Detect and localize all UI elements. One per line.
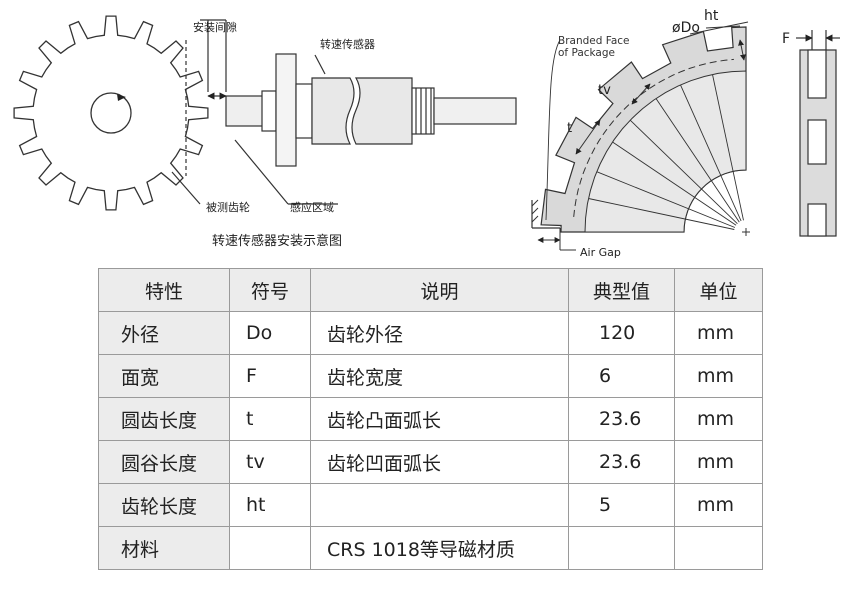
sensor-collar [295, 83, 313, 139]
table-row: 面宽 F 齿轮宽度 6 mm [98, 354, 763, 398]
radial-line [612, 141, 737, 226]
table-row: 圆谷长度 tv 齿轮凹面弧长 23.6 mm [98, 440, 763, 484]
cell-unit: mm [674, 311, 763, 355]
label-speed-sensor: 转速传感器 [320, 37, 375, 51]
cell-symbol [229, 526, 311, 570]
cell-value [568, 526, 675, 570]
cell-symbol: t [229, 397, 311, 441]
pitch-line [573, 58, 734, 217]
sensor-nut [261, 90, 277, 132]
header-symbol: 符号 [229, 268, 311, 312]
label-face-width: F [782, 31, 790, 47]
gear-profile-drawing [531, 21, 750, 251]
installation-diagram: 安装间隙 转速传感器 被测齿轮 感应区域 转速传感器安装示意图 Branded … [13, 8, 840, 259]
cell-property: 材料 [98, 526, 230, 570]
label-air-gap: Air Gap [580, 246, 621, 259]
radial-line [596, 171, 736, 228]
rotation-arrow-icon [117, 94, 126, 101]
label-of-package: of Package [558, 47, 615, 59]
header-property: 特性 [98, 268, 230, 312]
gear-core [584, 70, 747, 233]
cell-property: 圆齿长度 [98, 397, 230, 441]
spec-table: 特性 符号 说明 典型值 单位 外径 Do 齿轮外径 120 mm 面宽 F 齿… [98, 268, 763, 570]
gear-drawing [13, 15, 209, 211]
label-install-gap: 安装间隙 [193, 20, 237, 34]
sensor-body-left [311, 77, 355, 145]
table-row: 材料 CRS 1018等导磁材质 [98, 526, 763, 570]
sensor-tip [225, 95, 269, 127]
label-outer-diameter: øDo [672, 20, 700, 36]
sensor-flange [275, 53, 297, 167]
side-tooth [807, 203, 827, 237]
radial-line [655, 98, 740, 223]
label-sensing-zone: 感应区域 [290, 200, 334, 214]
side-tooth [807, 49, 827, 99]
diagram-caption: 转速传感器安装示意图 [212, 233, 342, 249]
radial-lines [588, 74, 744, 230]
cell-description: 齿轮宽度 [310, 354, 569, 398]
gear-bore [90, 92, 132, 134]
label-valley-length: tv [598, 83, 611, 98]
sensor-drawing [171, 19, 517, 205]
cell-unit [674, 526, 763, 570]
sensor-body-right [351, 77, 413, 145]
label-branded-face: Branded Face [558, 35, 629, 47]
cell-symbol: Do [229, 311, 311, 355]
radial-line [588, 198, 735, 230]
side-tooth [807, 119, 827, 165]
radial-line [629, 119, 738, 225]
label-tooth-height: ht [704, 8, 719, 24]
cell-unit: mm [674, 354, 763, 398]
cell-value: 23.6 [568, 440, 675, 484]
cell-property: 面宽 [98, 354, 230, 398]
cell-description: 齿轮外径 [310, 311, 569, 355]
table-row: 齿轮长度 ht 5 mm [98, 483, 763, 527]
cell-property: 齿轮长度 [98, 483, 230, 527]
header-description: 说明 [310, 268, 569, 312]
cell-description: 齿轮凹面弧长 [310, 440, 569, 484]
sensor-cable [433, 97, 517, 125]
label-measured-gear: 被测齿轮 [206, 200, 250, 214]
cell-value: 5 [568, 483, 675, 527]
gear-side-view [796, 30, 840, 237]
cell-description: 齿轮凸面弧长 [310, 397, 569, 441]
cell-description [310, 483, 569, 527]
cell-unit: mm [674, 483, 763, 527]
radial-line [712, 74, 744, 221]
cell-unit: mm [674, 440, 763, 484]
cell-symbol: tv [229, 440, 311, 484]
cell-description: CRS 1018等导磁材质 [310, 526, 569, 570]
radial-line [680, 84, 742, 222]
header-unit: 单位 [674, 268, 763, 312]
table-row: 外径 Do 齿轮外径 120 mm [98, 311, 763, 355]
table-row: 圆齿长度 t 齿轮凸面弧长 23.6 mm [98, 397, 763, 441]
cell-symbol: F [229, 354, 311, 398]
cell-value: 120 [568, 311, 675, 355]
cell-unit: mm [674, 397, 763, 441]
cell-property: 外径 [98, 311, 230, 355]
header-typical-value: 典型值 [568, 268, 675, 312]
gear-outline [13, 15, 209, 211]
cell-property: 圆谷长度 [98, 440, 230, 484]
cell-value: 6 [568, 354, 675, 398]
cell-value: 23.6 [568, 397, 675, 441]
cell-symbol: ht [229, 483, 311, 527]
label-tooth-length: t [567, 121, 572, 136]
table-header-row: 特性 符号 说明 典型值 单位 [98, 268, 763, 312]
